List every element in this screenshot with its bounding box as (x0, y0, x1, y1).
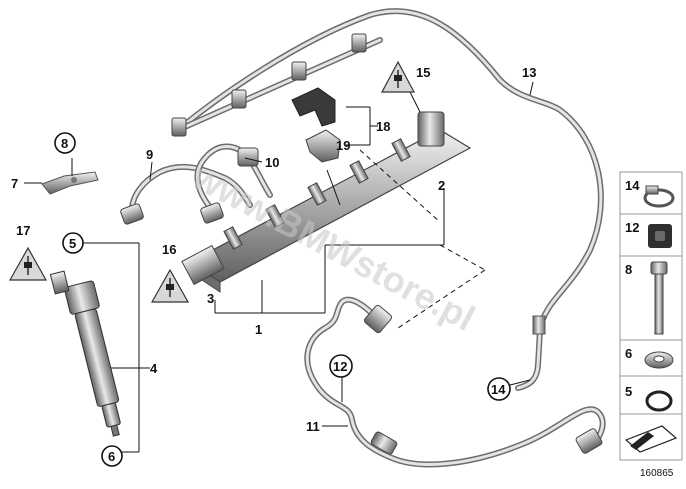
label-6: 6 (108, 449, 115, 464)
leak-off-harness (171, 33, 383, 137)
clip-7 (41, 171, 99, 195)
small-parts-panel: 14 12 8 6 5 (619, 171, 683, 461)
fuel-rail (181, 111, 472, 293)
position-labels: 1 2 3 4 5 6 7 8 9 10 11 12 13 14 15 16 1… (11, 65, 536, 467)
panel-label-14: 14 (625, 178, 640, 193)
o-ring-icon (645, 390, 673, 412)
label-3: 3 (207, 291, 214, 306)
panel-label-6: 6 (625, 346, 632, 361)
label-14: 14 (491, 382, 506, 397)
bolt-icon (650, 261, 668, 335)
panel-label-8: 8 (625, 262, 632, 277)
injector-lines (120, 143, 273, 225)
label-9: 9 (146, 147, 153, 162)
rail-brackets (291, 87, 341, 163)
label-8-circle (54, 132, 76, 154)
label-17: 17 (16, 223, 30, 238)
panel-label-5: 5 (625, 384, 632, 399)
label-13: 13 (522, 65, 536, 80)
label-5-circle (62, 232, 84, 254)
label-8: 8 (61, 136, 68, 151)
high-pressure-line (304, 296, 606, 468)
label-6-circle (101, 445, 123, 467)
warning-icon (150, 268, 190, 303)
arrow-icon (624, 425, 678, 453)
rubber-grommet-icon (648, 224, 672, 248)
warning-icon (381, 60, 415, 93)
label-16: 16 (162, 242, 176, 257)
label-12: 12 (333, 359, 347, 374)
hose-clamp-icon (643, 185, 675, 208)
washer-icon (644, 351, 674, 369)
label-10: 10 (265, 155, 279, 170)
label-5: 5 (69, 236, 76, 251)
label-11: 11 (306, 419, 320, 434)
label-18: 18 (376, 119, 390, 134)
panel-label-12: 12 (625, 220, 639, 235)
label-15: 15 (416, 65, 430, 80)
return-line-13 (175, 8, 604, 391)
label-7: 7 (11, 176, 18, 191)
label-4: 4 (150, 361, 158, 376)
injector (49, 270, 121, 437)
drawing-number: 160865 (640, 468, 674, 479)
label-14-circle (487, 377, 511, 401)
label-19: 19 (336, 138, 350, 153)
label-2: 2 (438, 178, 445, 193)
label-1: 1 (255, 322, 262, 337)
label-12-circle (329, 354, 353, 378)
warning-icon (8, 246, 48, 281)
